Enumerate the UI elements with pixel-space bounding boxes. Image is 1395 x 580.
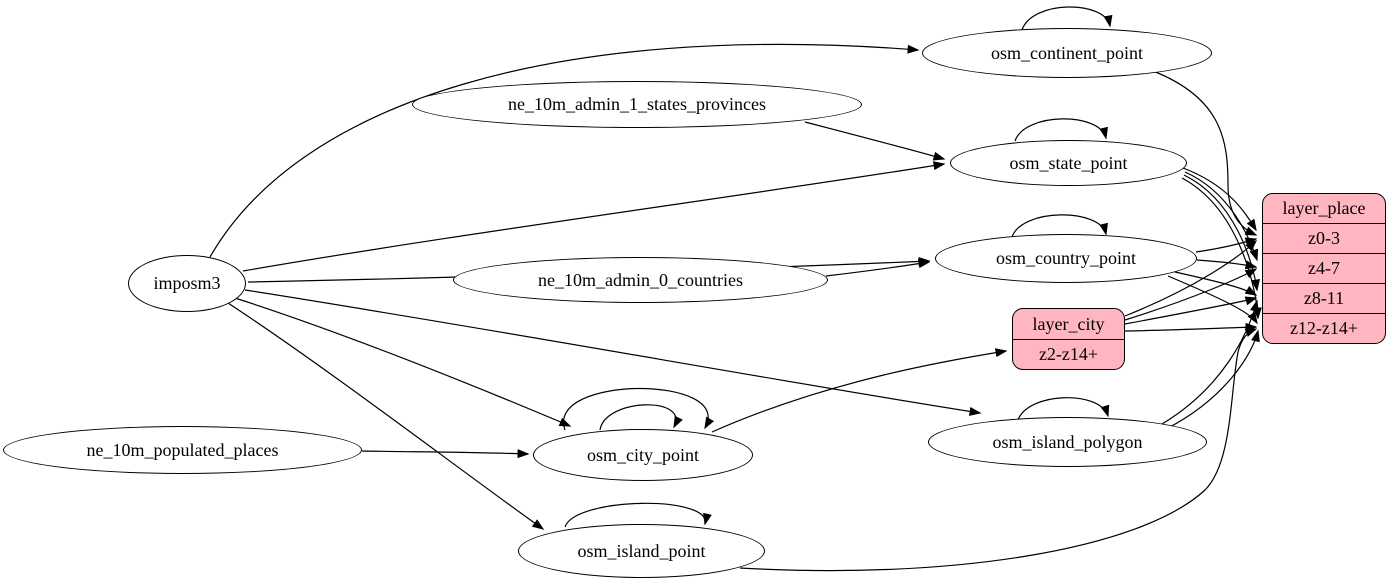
node-osm-island-polygon-label: osm_island_polygon xyxy=(992,431,1143,452)
layer-place-row-z12-z14: z12-z14+ xyxy=(1263,313,1385,343)
edge-osm_city_point-to-osm_city_point xyxy=(562,387,715,431)
edge-imposm3-to-osm_continent_point xyxy=(209,43,920,258)
edge-layer_city-to-layer_place:z4-7 xyxy=(1124,268,1258,321)
edge-osm_state_point-to-layer_place:z4-7 xyxy=(1184,171,1259,262)
edge-layer_city-to-layer_place:z8-11 xyxy=(1124,296,1258,325)
node-osm-continent-point-label: osm_continent_point xyxy=(991,42,1143,63)
edge-layer_city-to-layer_place:z0-3 xyxy=(1124,239,1258,317)
node-osm-island-point-label: osm_island_point xyxy=(577,540,706,561)
edge-osm_country_point-to-osm_country_point xyxy=(1011,214,1108,238)
node-layer-city: layer_city z2-z14+ xyxy=(1012,308,1125,370)
edge-osm_island_polygon-to-layer_place:z12-z14+ xyxy=(1167,329,1260,429)
layer-place-row-z4-7: z4-7 xyxy=(1263,253,1385,283)
edge-osm_state_point-to-osm_state_point xyxy=(1014,118,1108,142)
edge-osm_state_point-to-layer_place:z0-3 xyxy=(1182,167,1257,232)
edge-osm_country_point-to-layer_place:z8-11 xyxy=(1174,271,1258,296)
edge-osm_island_point-to-layer_place:z12-z14+ xyxy=(739,328,1258,572)
edge-ne_10m_admin_1_states_provinces-to-osm_state_point xyxy=(804,121,946,161)
node-ne-10m-populated-places-label: ne_10m_populated_places xyxy=(86,439,279,460)
node-osm-continent-point: osm_continent_point xyxy=(922,28,1212,78)
layer-place-title: layer_place xyxy=(1282,198,1366,218)
node-osm-island-point: osm_island_point xyxy=(518,524,765,578)
edge-imposm3-to-osm_island_polygon xyxy=(244,289,982,416)
layer-city-title: layer_city xyxy=(1032,313,1105,334)
edge-osm_island_polygon-to-layer_place:z8-11 xyxy=(1161,299,1259,425)
node-osm-city-point-label: osm_city_point xyxy=(587,444,699,465)
node-ne-10m-admin-0-countries-label: ne_10m_admin_0_countries xyxy=(538,269,743,290)
layer-place-row-z0-3: z0-3 xyxy=(1263,223,1385,253)
edge-imposm3-to-osm_city_point xyxy=(234,297,572,427)
edge-layer_city-to-layer_place:z12-z14+ xyxy=(1124,322,1258,332)
node-imposm3: imposm3 xyxy=(128,255,246,312)
edge-imposm3-to-osm_state_point xyxy=(242,161,946,272)
node-ne-10m-admin-1-states-provinces: ne_10m_admin_1_states_provinces xyxy=(412,81,862,128)
node-osm-state-point: osm_state_point xyxy=(950,140,1187,186)
edge-osm_island_polygon-to-osm_island_polygon xyxy=(1017,397,1110,421)
node-osm-state-point-label: osm_state_point xyxy=(1009,152,1128,173)
edge-osm_country_point-to-layer_place:z4-7 xyxy=(1196,259,1258,270)
node-ne-10m-populated-places: ne_10m_populated_places xyxy=(3,426,362,474)
edge-osm_continent_point-to-osm_continent_point xyxy=(1021,6,1113,31)
node-osm-city-point: osm_city_point xyxy=(533,429,753,481)
layer-place-row-z8-11: z8-11 xyxy=(1263,283,1385,313)
node-ne-10m-admin-1-states-provinces-label: ne_10m_admin_1_states_provinces xyxy=(508,94,766,114)
node-imposm3-label: imposm3 xyxy=(153,273,221,293)
node-layer-place: layer_place z0-3 z4-7 z8-11 z12-z14+ xyxy=(1262,193,1386,344)
node-osm-country-point: osm_country_point xyxy=(935,234,1197,283)
node-osm-island-polygon: osm_island_polygon xyxy=(928,417,1207,467)
node-ne-10m-admin-0-countries: ne_10m_admin_0_countries xyxy=(453,257,828,303)
edge-imposm3-to-osm_island_point xyxy=(227,302,545,530)
layer-city-row-z2-z14: z2-z14+ xyxy=(1013,339,1124,369)
edge-osm_state_point-to-layer_place:z8-11 xyxy=(1183,174,1260,292)
edge-ne_10m_populated_places-to-osm_city_point xyxy=(361,449,530,459)
node-osm-country-point-label: osm_country_point xyxy=(996,248,1136,268)
edge-osm_city_point-to-layer_city:z2-z14+ xyxy=(711,348,1008,433)
edge-ne_10m_admin_0_countries-to-osm_country_point xyxy=(825,259,931,277)
edge-osm_country_point-to-layer_place:z12-z14+ xyxy=(1167,275,1258,325)
edge-osm_island_point-to-osm_island_point xyxy=(564,502,712,528)
edge-osm_city_point-to-osm_city_point xyxy=(599,404,683,431)
